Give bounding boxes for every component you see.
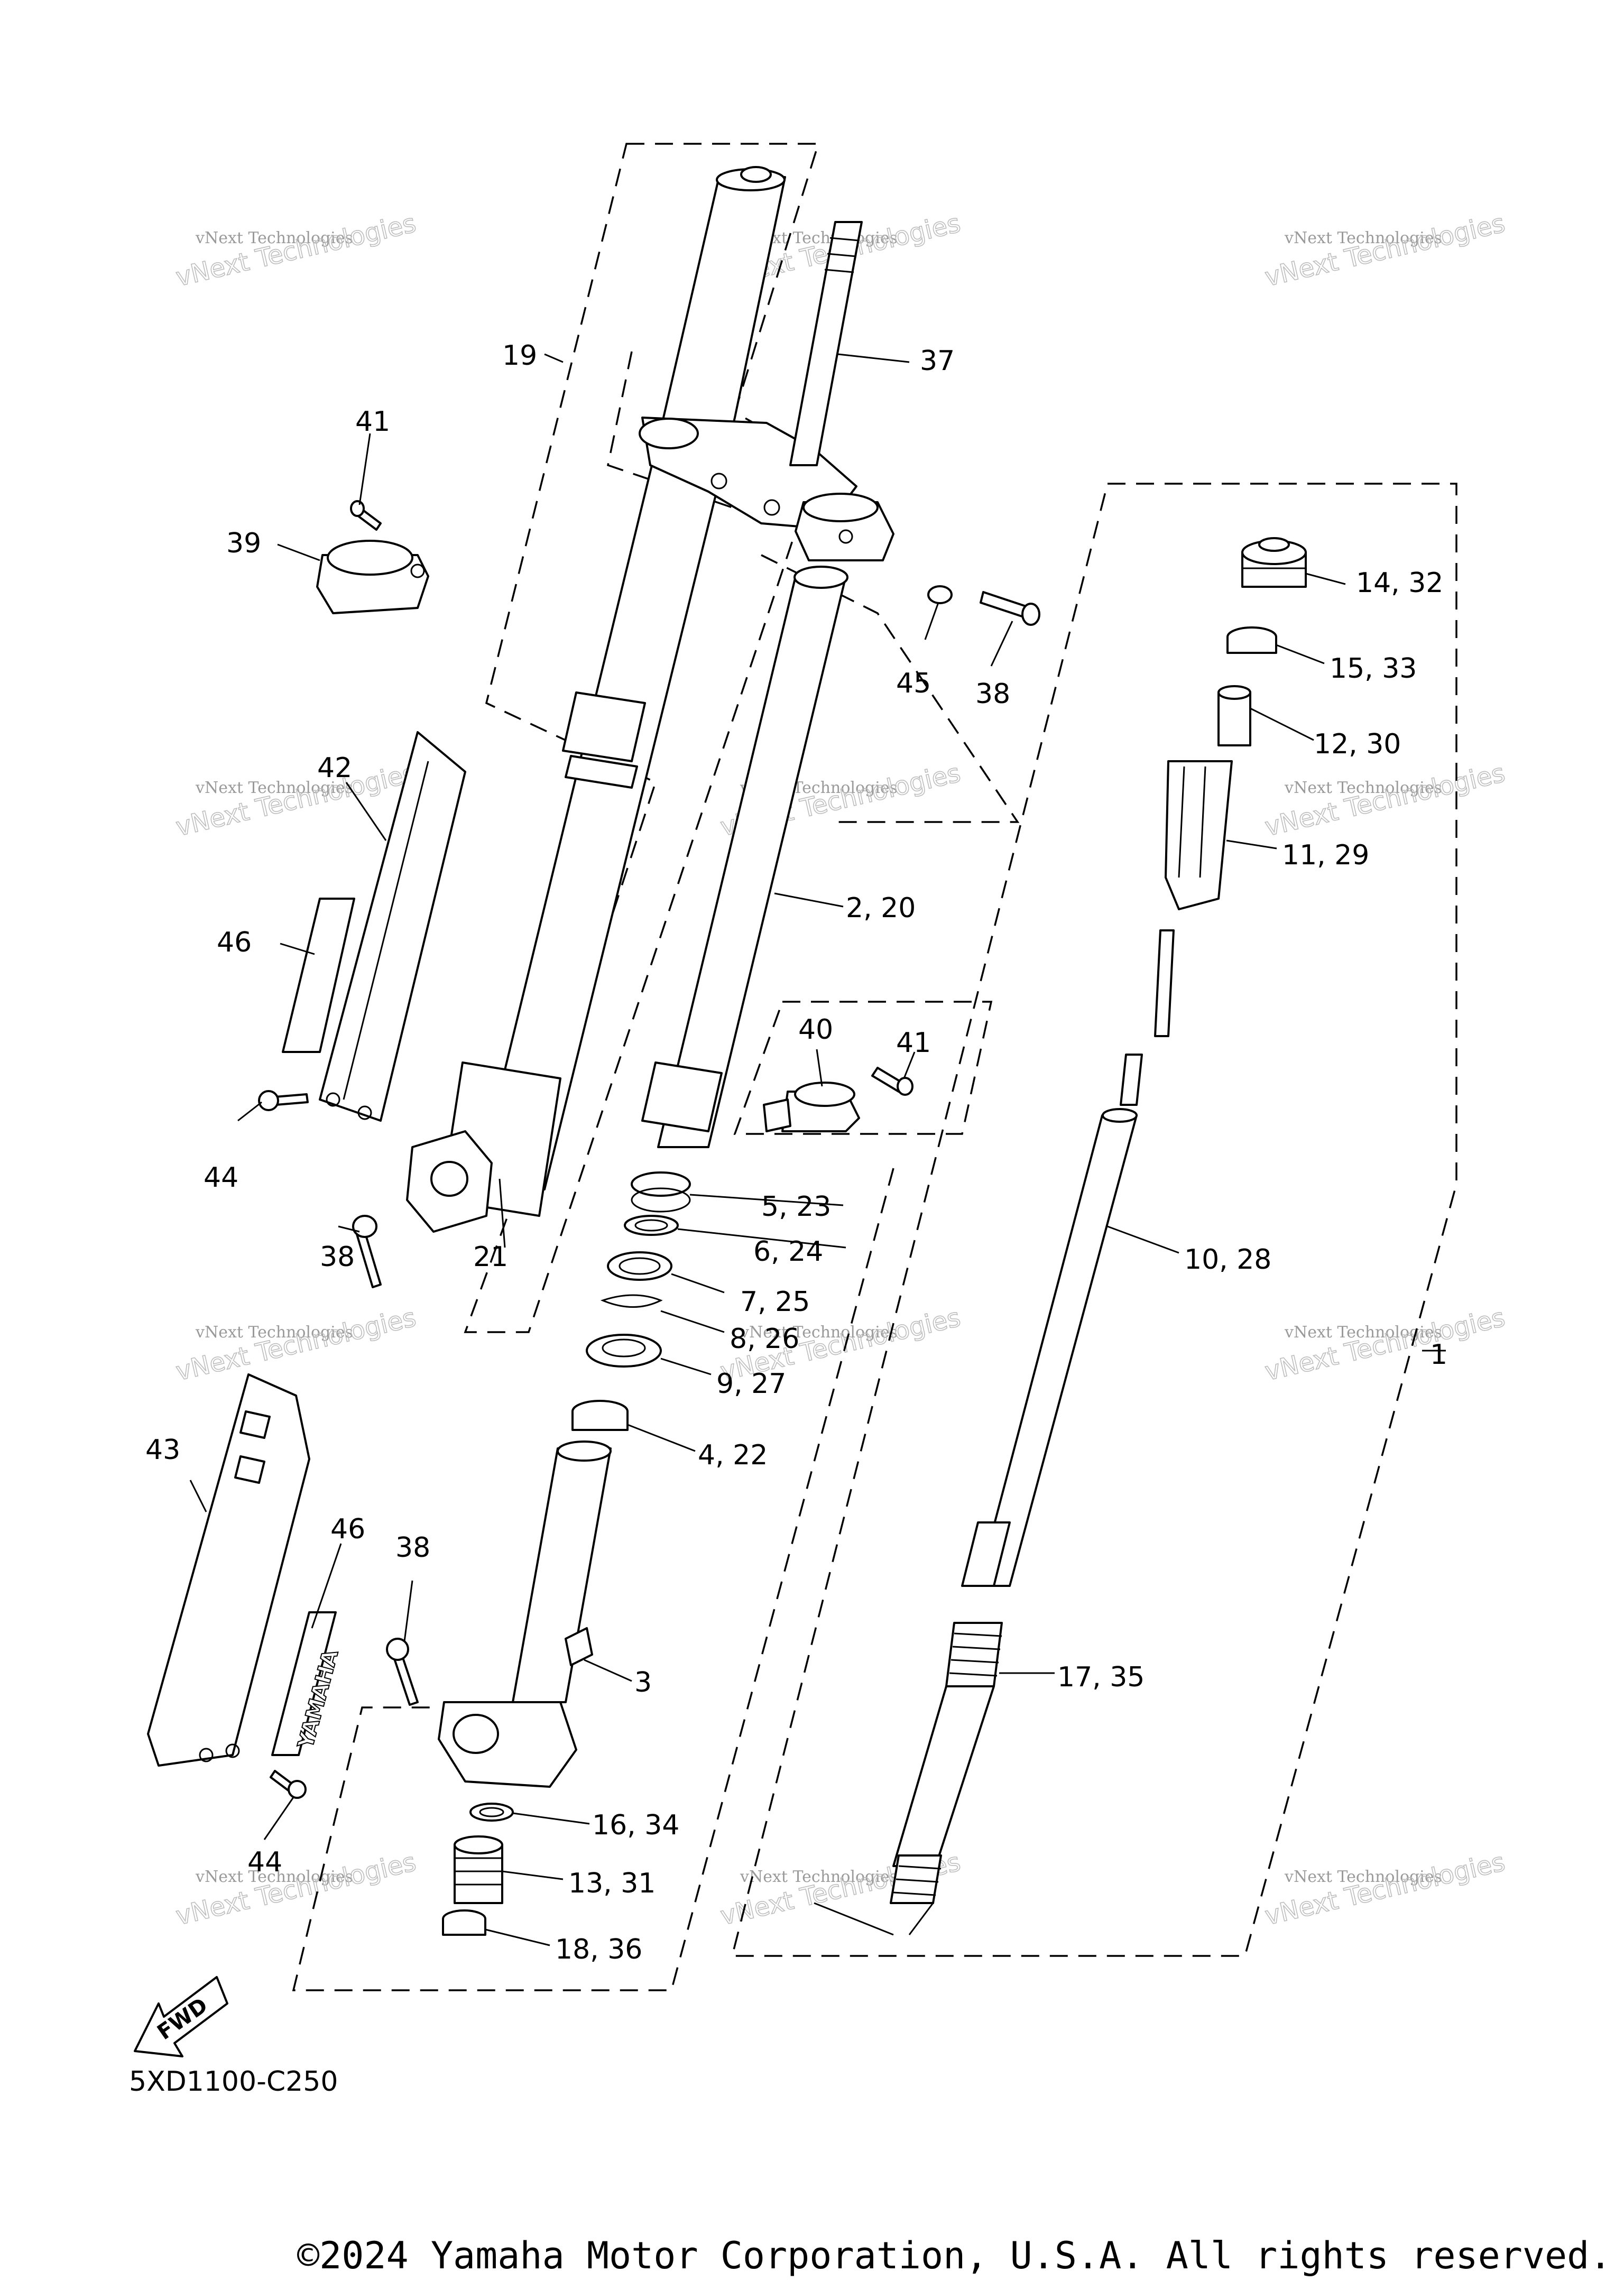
watermark-outline: vNext Technologies [173,1303,419,1387]
callout-43: 43 [145,1434,180,1466]
outline-bracket-40 [733,1001,993,1135]
callout-4-22: 4, 22 [698,1439,768,1471]
watermark: vNext Technologies [195,1323,353,1342]
parts: YAMAHA FWD [134,166,1307,2057]
decal-46-upper [282,898,355,1053]
callout-19: 19 [502,340,537,372]
handlebar-clamp [795,493,894,561]
watermark: vNext Technologies [1284,779,1442,797]
steering-stem-37 [789,221,863,466]
oil-seal-7 [607,1251,672,1281]
slide-metal-5 [631,1171,691,1213]
fork-guard-43 [147,1373,310,1767]
callout-16-34: 16, 34 [592,1809,679,1841]
spring-guide-11 [1165,760,1233,910]
callout-1: 1 [1430,1339,1447,1371]
push-rod-10 [961,929,1175,1587]
bolt-44-upper [258,1090,309,1111]
watermark: vNext Technologies [740,1323,898,1342]
callout-38-left: 38 [320,1241,355,1273]
bolt-44-lower [270,1770,307,1799]
outline-lower-kit [292,1168,894,1991]
callout-41-bracket: 41 [896,1027,931,1059]
watermark: vNext Technologies [1284,229,1442,247]
washer-6 [624,1215,679,1236]
callout-44-upper: 44 [204,1162,238,1194]
bolt-38-left [352,1215,382,1288]
callout-46-upper: 46 [217,927,252,958]
o-ring-15 [1226,626,1277,654]
watermark-outline: vNext Technologies [1262,1303,1508,1387]
callout-39: 39 [226,528,261,559]
leader-lines [189,353,1446,1946]
callout-37: 37 [920,345,955,377]
callout-38-lower: 38 [395,1532,430,1564]
callout-11-29: 11, 29 [1282,839,1369,871]
diagram-code: 5XD1100-C250 [129,2066,338,2098]
cap-bolt-18 [442,1909,486,1936]
callout-5-23: 5, 23 [761,1191,831,1223]
bolt-38-top [980,591,1040,626]
bolt-38-lower [386,1638,419,1706]
callout-10-28: 10, 28 [1184,1244,1271,1276]
callout-3: 3 [634,1667,652,1698]
watermark-outline: vNext Technologies [173,1847,419,1931]
callout-7-25: 7, 25 [740,1286,810,1318]
callout-21: 21 [473,1241,508,1273]
clip-8 [600,1294,663,1308]
collar-45 [927,585,953,604]
callout-labels: 19 37 41 39 14, 32 15, 33 12, 30 45 38 4… [145,340,1447,1965]
watermark-outline: vNext Technologies [173,758,419,842]
bracket-40 [763,1082,860,1132]
callout-38-top: 38 [975,678,1010,710]
slide-metal-4 [571,1400,629,1431]
outer-tube-21 [440,166,786,1217]
watermark-outline: vNext Technologies [1262,208,1508,292]
copyright-notice: ©2024 Yamaha Motor Corporation, U.S.A. A… [297,2234,1612,2277]
callout-44-lower: 44 [247,1846,282,1878]
callout-14-32: 14, 32 [1356,567,1443,599]
watermark: vNext Technologies [195,229,353,247]
outer-tube-3 [438,1441,612,1788]
callout-17-35: 17, 35 [1057,1661,1145,1693]
watermark: vNext Technologies [195,779,353,797]
nut-12 [1217,685,1251,746]
callout-12-30: 12, 30 [1314,728,1401,760]
callout-46-lower: 46 [330,1513,365,1545]
fork-guard-42 [319,731,466,1122]
bolt-41-top [350,500,382,531]
inner-tube-2 [641,566,848,1148]
callout-42: 42 [317,752,352,784]
decal-46-lower: YAMAHA [271,1611,344,1756]
callout-2-20: 2, 20 [846,892,916,924]
callout-18-36: 18, 36 [555,1934,642,1965]
dust-seal-9 [586,1334,662,1368]
callout-41-top: 41 [355,406,390,438]
watermark: vNext Technologies [740,1868,898,1886]
watermark: vNext Technologies [1284,1868,1442,1886]
callout-13-31: 13, 31 [568,1868,656,1899]
callout-15-33: 15, 33 [1330,653,1417,685]
clamp-39 [316,540,429,614]
base-valve-13 [454,1835,503,1904]
callout-45: 45 [896,668,931,699]
callout-6-24: 6, 24 [753,1236,823,1268]
washer-16 [469,1803,514,1822]
bolt-41-bracket [871,1067,914,1096]
fork-guard-mount-21 [406,1130,493,1233]
callout-40: 40 [798,1014,833,1046]
watermark-outline: vNext Technologies [1262,758,1508,842]
callout-9-27: 9, 27 [716,1368,786,1400]
watermark: vNext Technologies [195,1868,353,1886]
cap-bolt-14 [1241,537,1307,588]
outline-damper-assembly-1 [731,483,1457,1957]
fwd-arrow-icon: FWD [134,1976,228,2057]
watermark-outline: vNext Technologies [173,208,419,292]
callout-8-26: 8, 26 [730,1323,799,1355]
watermark-outline: vNext Technologies [1262,1847,1508,1931]
